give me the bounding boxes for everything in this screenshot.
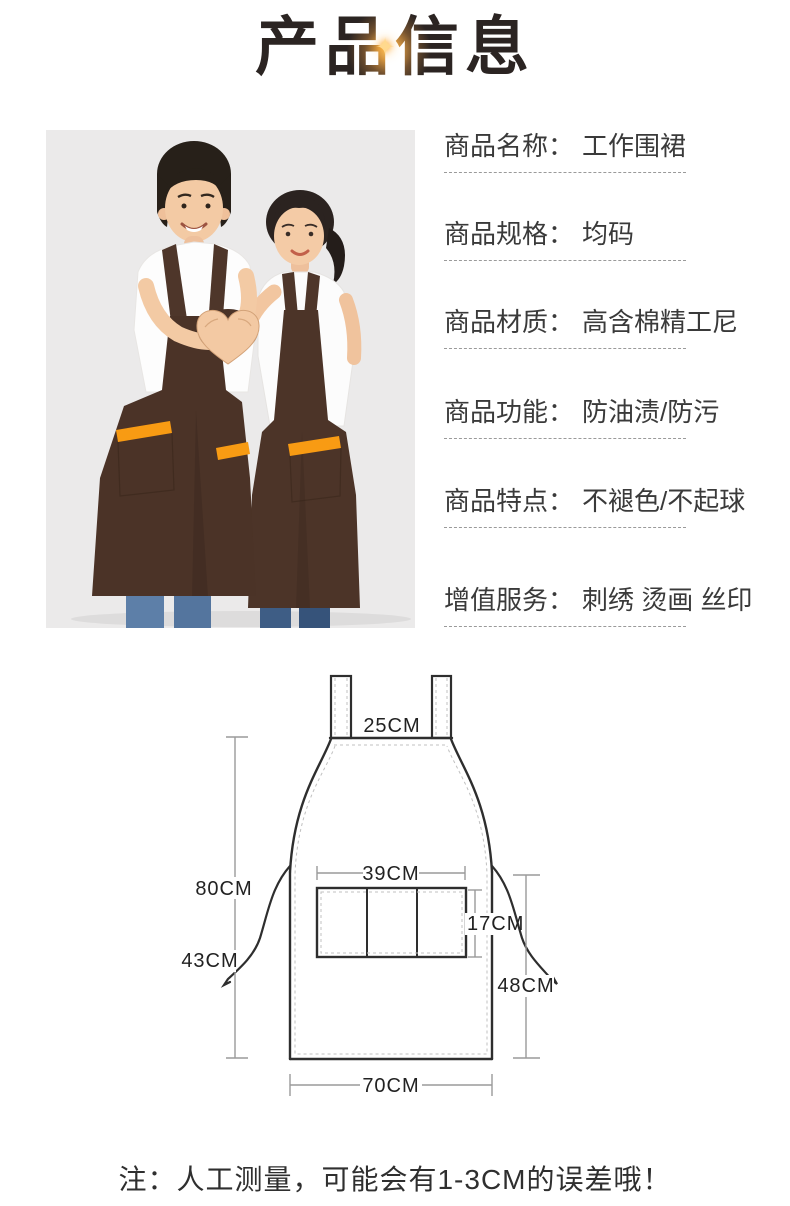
strap-stitching — [334, 678, 448, 736]
detail-row-material: 商品材质： 高含棉精工尼 — [444, 303, 738, 349]
label-pocket-width: 39CM — [362, 863, 419, 885]
page-title-text: 产品信息 — [255, 11, 535, 83]
apron-pocket-trim — [116, 421, 172, 442]
label-backplates — [184, 862, 554, 1097]
detail-value: 工作围裙 — [582, 131, 687, 161]
detail-value: 防油渍/防污 — [582, 397, 720, 427]
label-bottom-width: 70CM — [362, 1075, 419, 1097]
heart-hands — [196, 309, 260, 365]
detail-label: 商品名称： — [444, 131, 575, 161]
detail-label: 商品规格： — [444, 219, 575, 249]
model-photo-illustration — [46, 130, 415, 628]
model-woman — [237, 190, 362, 628]
page-title: 产品信息 ✦ — [0, 0, 790, 108]
measurement-note: 注：人工测量，可能会有1-3CM的误差哦！ — [118, 1164, 672, 1195]
label-strap-width: 25CM — [363, 715, 420, 737]
detail-row-feature: 商品特点： 不褪色/不起球 — [444, 482, 745, 528]
apron-stitching — [294, 744, 488, 1055]
size-diagram: 25CM 80CM 43CM 39CM 17CM 48CM 70CM — [150, 655, 630, 1110]
detail-value: 不褪色/不起球 — [582, 486, 746, 516]
apron-body — [92, 316, 256, 596]
apron-pocket-trim — [288, 436, 341, 456]
product-photo — [46, 130, 415, 628]
detail-row-size: 商品规格： 均码 — [444, 215, 686, 261]
detail-label: 商品特点： — [444, 486, 575, 516]
detail-label: 商品材质： — [444, 307, 575, 337]
apron-strap — [162, 244, 188, 330]
label-total-height: 80CM — [195, 878, 252, 900]
detail-value: 均码 — [582, 219, 635, 249]
detail-row-function: 商品功能： 防油渍/防污 — [444, 393, 719, 439]
pocket — [315, 886, 468, 959]
detail-row-service: 增值服务： 刺绣 烫画 丝印 — [444, 581, 752, 627]
floor-shadow — [71, 611, 411, 627]
label-tie-length: 43CM — [181, 950, 238, 972]
detail-label: 增值服务： — [444, 585, 575, 615]
label-pocket-height: 17CM — [467, 913, 524, 935]
detail-label: 商品功能： — [444, 397, 575, 427]
detail-value: 刺绣 烫画 丝印 — [582, 585, 753, 615]
detail-row-name: 商品名称： 工作围裙 — [444, 127, 686, 173]
jeans — [126, 596, 164, 628]
detail-value: 高含棉精工尼 — [582, 307, 739, 337]
apron-straps — [329, 674, 453, 740]
apron-outline — [288, 736, 494, 1061]
apron-line-drawing: 25CM 80CM 43CM 39CM 17CM 48CM 70CM — [181, 674, 558, 1097]
pocket-dividers — [366, 888, 418, 957]
label-lower-height: 48CM — [497, 975, 554, 997]
jeans — [260, 608, 291, 628]
pocket-stitching — [320, 891, 463, 954]
